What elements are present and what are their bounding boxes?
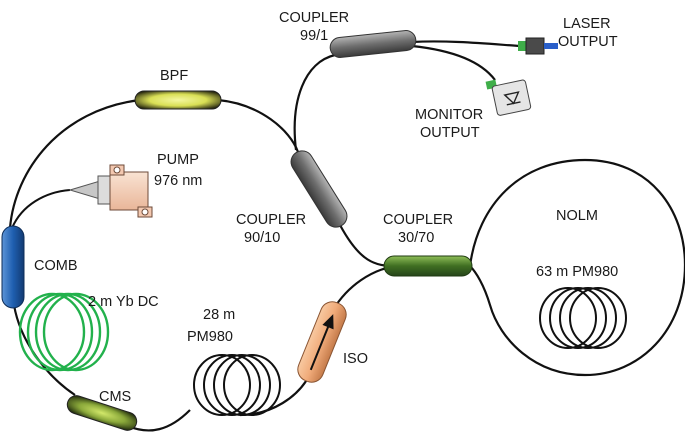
- pm980-fiber-label-line1: 28 m: [203, 307, 235, 323]
- isolator-component: [297, 301, 347, 383]
- monitor-output-label-line1: MONITOR: [415, 107, 483, 123]
- pump-fiber: [11, 189, 71, 229]
- pm980-fiber-coil: [193, 354, 281, 416]
- coupler-30-70-label-line1: COUPLER: [383, 212, 453, 228]
- comb-component: [1, 225, 25, 309]
- coupler-99-1: [329, 30, 417, 58]
- cms-label: CMS: [99, 389, 131, 405]
- yb-fiber-label: 2 m Yb DC: [88, 294, 159, 310]
- yb-fiber-coil: [18, 292, 110, 372]
- coupler-99-1-label-line1: COUPLER: [279, 10, 349, 26]
- laser-output-connector: [518, 37, 558, 55]
- coupler-99-1-label-line2: 99/1: [300, 28, 328, 44]
- output-branch-fiber: [293, 40, 521, 151]
- nolm-label: NOLM: [556, 208, 598, 224]
- coupler-90-10-label-line1: COUPLER: [236, 212, 306, 228]
- monitor-photodiode: [485, 79, 532, 116]
- nolm-loop-fiber: [468, 158, 685, 377]
- bpf-component: [134, 90, 222, 110]
- cms-component: [66, 395, 138, 431]
- iso-label: ISO: [343, 351, 368, 367]
- pm980-fiber-label-line2: PM980: [187, 329, 233, 345]
- coupler-30-70-label-line2: 30/70: [398, 230, 434, 246]
- coupler-90-10-label-line2: 90/10: [244, 230, 280, 246]
- pump-label-line2: 976 nm: [154, 173, 202, 189]
- pump-diode: [68, 164, 153, 218]
- coupler-30-70: [383, 255, 473, 277]
- coupler-90-10: [290, 150, 348, 228]
- bpf-label: BPF: [160, 68, 188, 84]
- monitor-output-label-line2: OUTPUT: [420, 125, 480, 141]
- nolm-fiber-label: 63 m PM980: [536, 264, 618, 280]
- pump-label-line1: PUMP: [157, 152, 199, 168]
- comb-label: COMB: [34, 258, 78, 274]
- nolm-fiber-coil: [539, 287, 627, 349]
- laser-output-label-line2: OUTPUT: [558, 34, 618, 50]
- laser-output-label-line1: LASER: [563, 16, 611, 32]
